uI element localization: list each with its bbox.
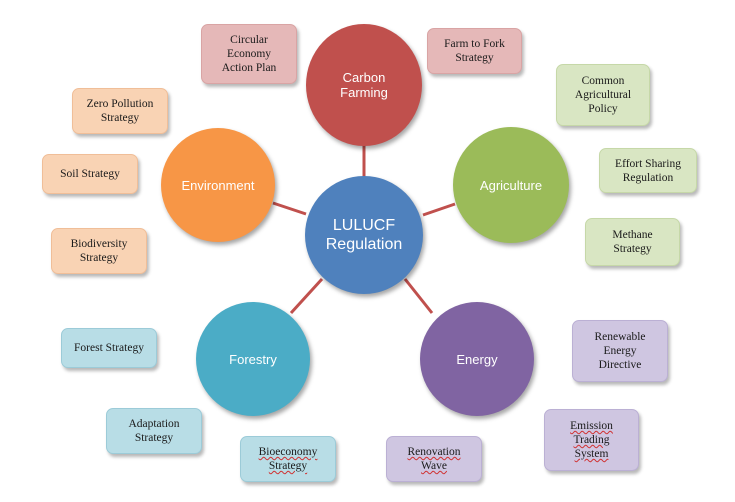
circular-economy-box: Circular Economy Action Plan: [201, 24, 297, 84]
connector-energy: [403, 278, 434, 314]
soil-strategy-box: Soil Strategy: [42, 154, 138, 194]
lulucf-regulation-node: LULUCF Regulation: [305, 176, 423, 294]
zero-pollution-box: Zero Pollution Strategy: [72, 88, 168, 134]
renovation-wave-box: Renovation Wave: [386, 436, 482, 482]
methane-strategy-box: Methane Strategy: [585, 218, 680, 266]
biodiversity-box: Biodiversity Strategy: [51, 228, 147, 274]
carbon-farming-node: Carbon Farming: [306, 24, 422, 146]
environment-node: Environment: [161, 128, 275, 242]
connector-forestry: [289, 277, 324, 315]
carbon-farming-label: Carbon Farming: [340, 70, 388, 100]
lulucf-regulation-label: LULUCF Regulation: [325, 217, 403, 253]
forest-strategy-box: Forest Strategy: [61, 328, 157, 368]
forestry-label: Forestry: [229, 351, 277, 367]
emission-trading-box: Emission Trading System: [544, 409, 639, 471]
forestry-node: Forestry: [196, 302, 310, 416]
agriculture-label: Agriculture: [479, 177, 543, 193]
connector-agriculture: [422, 202, 456, 217]
environment-label: Environment: [181, 177, 255, 193]
farm-to-fork-box: Farm to Fork Strategy: [427, 28, 522, 74]
energy-label: Energy: [456, 351, 498, 367]
agriculture-node: Agriculture: [453, 127, 569, 243]
bioeconomy-box: Bioeconomy Strategy: [240, 436, 336, 482]
effort-sharing-box: Effort Sharing Regulation: [599, 148, 697, 193]
adaptation-strategy-box: Adaptation Strategy: [106, 408, 202, 454]
connector-environment: [272, 201, 307, 216]
renewable-energy-box: Renewable Energy Directive: [572, 320, 668, 382]
cap-box: Common Agricultural Policy: [556, 64, 650, 126]
energy-node: Energy: [420, 302, 534, 416]
